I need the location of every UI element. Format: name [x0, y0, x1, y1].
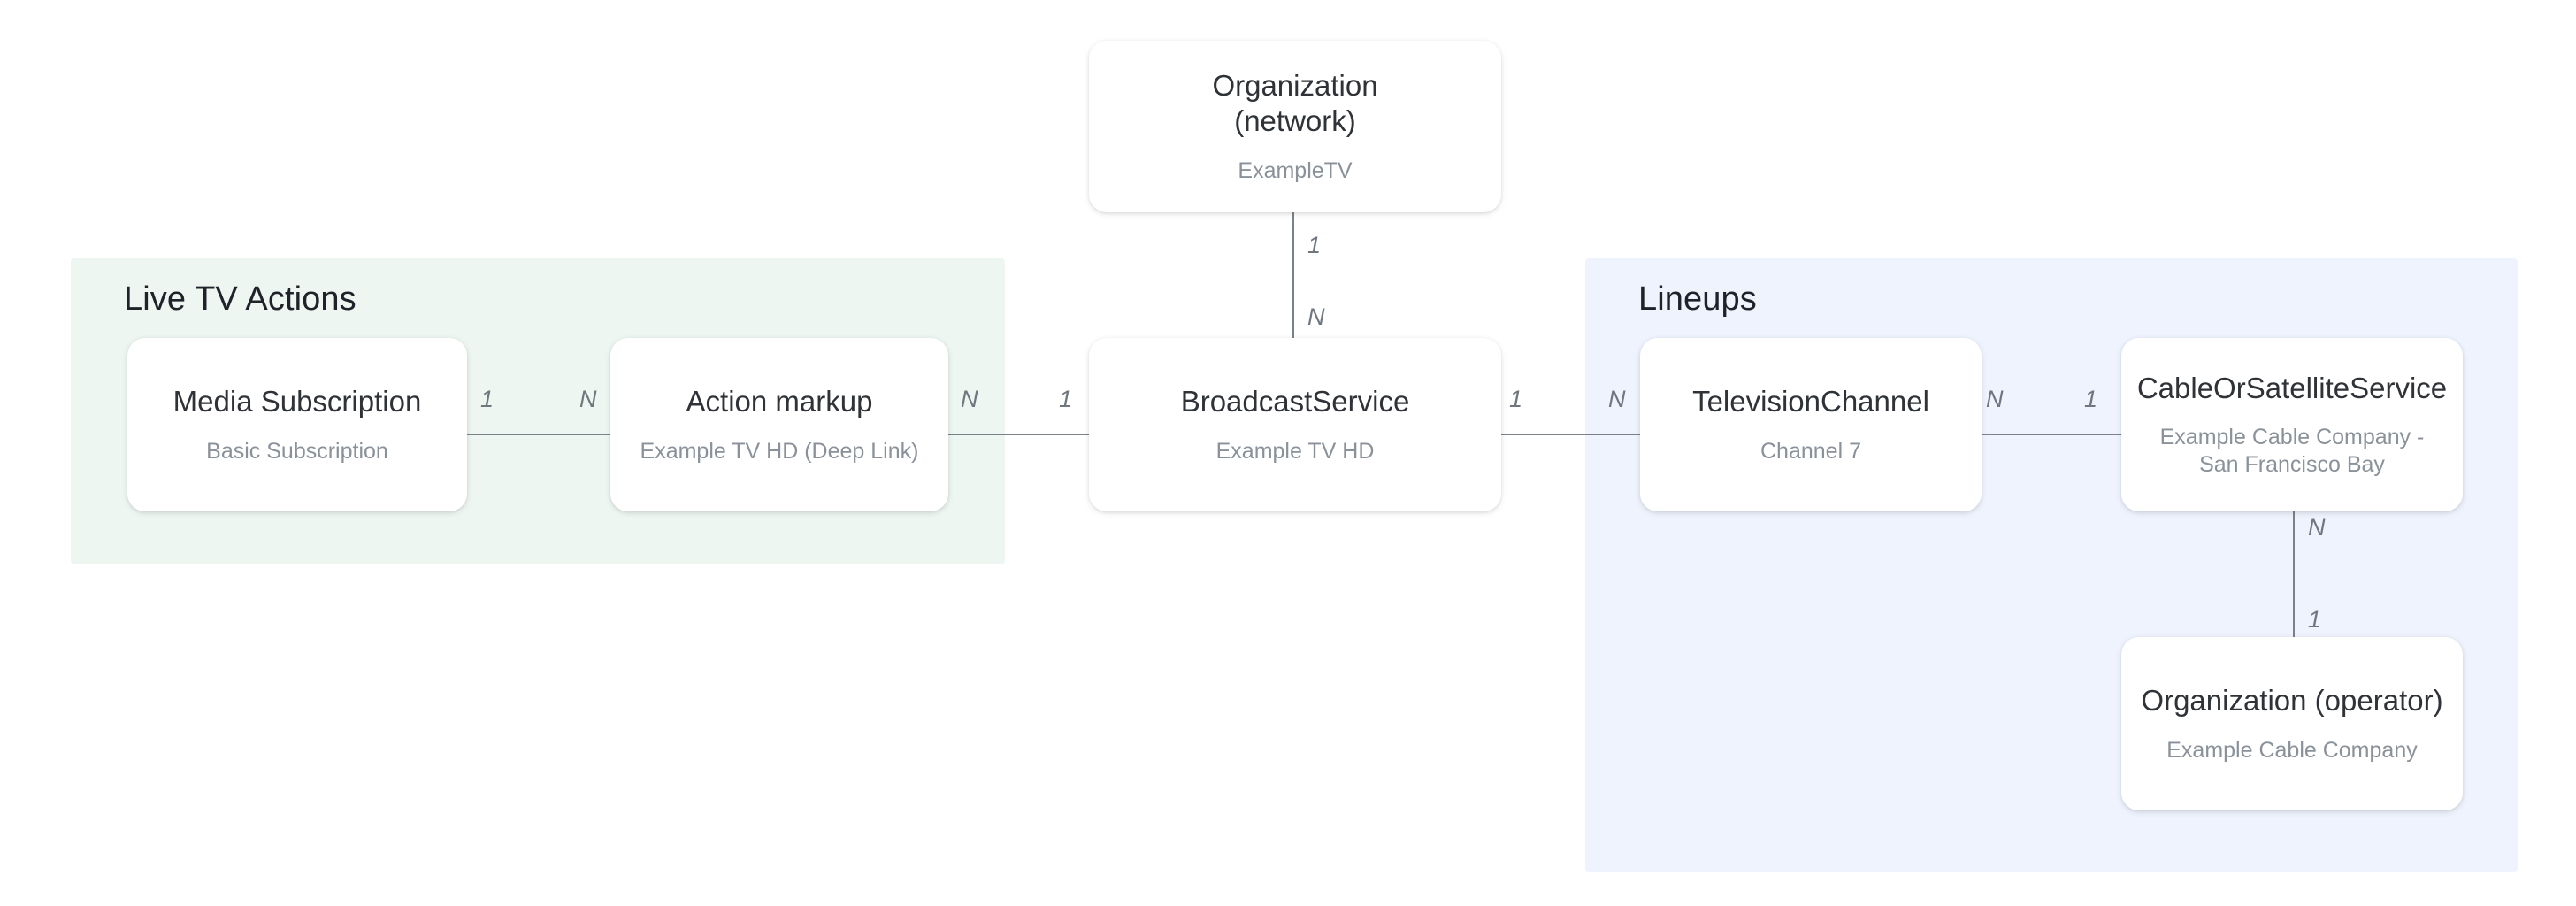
node-title-organization-operator: Organization (operator): [2141, 684, 2443, 718]
group-title-lineups: Lineups: [1638, 280, 1757, 318]
node-title-cable-or-satellite-service: CableOrSatelliteService: [2136, 371, 2448, 404]
edge-action-markup-broadcast-service: [946, 434, 1089, 435]
cardinality-media-subscription-to-action-markup-left: 1: [480, 386, 494, 412]
cardinality-action-markup-to-broadcast-service-left: N: [961, 386, 978, 412]
node-title-television-channel: TelevisionChannel: [1692, 385, 1929, 418]
node-cable-or-satellite-service[interactable]: CableOrSatelliteService Example Cable Co…: [2121, 338, 2463, 511]
cardinality-cable-or-satellite-service-to-organization-operator-top: N: [2308, 514, 2326, 541]
node-title-media-subscription: Media Subscription: [172, 385, 422, 418]
node-subtitle-organization-operator: Example Cable Company: [2166, 737, 2418, 763]
node-broadcast-service[interactable]: BroadcastService Example TV HD: [1089, 338, 1501, 511]
cardinality-organization-network-to-broadcast-service-top: 1: [1307, 232, 1322, 258]
node-subtitle-cable-or-satellite-service: Example Cable Company - San Francisco Ba…: [2159, 424, 2425, 478]
cardinality-cable-or-satellite-service-to-organization-operator-bottom: 1: [2308, 606, 2322, 633]
node-television-channel[interactable]: TelevisionChannel Channel 7: [1640, 338, 1982, 511]
node-subtitle-television-channel: Channel 7: [1760, 438, 1861, 464]
node-action-markup[interactable]: Action markup Example TV HD (Deep Link): [610, 338, 948, 511]
node-organization-operator[interactable]: Organization (operator) Example Cable Co…: [2121, 637, 2463, 810]
edge-broadcast-service-television-channel: [1495, 434, 1641, 435]
node-subtitle-media-subscription: Basic Subscription: [206, 438, 388, 464]
cardinality-broadcast-service-to-television-channel-left: 1: [1509, 386, 1523, 412]
cardinality-television-channel-to-cable-or-satellite-service-right: 1: [2084, 386, 2098, 412]
group-title-live-tv-actions: Live TV Actions: [124, 280, 356, 318]
edge-organization-network-broadcast-service: [1292, 211, 1294, 349]
edge-media-subscription-action-markup: [466, 434, 612, 435]
node-subtitle-broadcast-service: Example TV HD: [1215, 438, 1375, 464]
node-media-subscription[interactable]: Media Subscription Basic Subscription: [127, 338, 467, 511]
cardinality-organization-network-to-broadcast-service-bottom: N: [1307, 303, 1325, 330]
edge-television-channel-cable-or-satellite-service: [1971, 434, 2123, 435]
cardinality-action-markup-to-broadcast-service-right: 1: [1059, 386, 1073, 412]
cardinality-media-subscription-to-action-markup-right: N: [579, 386, 597, 412]
node-title-broadcast-service: BroadcastService: [1180, 385, 1410, 418]
node-organization-network[interactable]: Organization (network) ExampleTV: [1089, 41, 1501, 212]
edge-cable-or-satellite-service-organization-operator: [2293, 511, 2295, 637]
node-title-organization-network: Organization (network): [1212, 69, 1378, 138]
node-subtitle-action-markup: Example TV HD (Deep Link): [640, 438, 919, 464]
node-subtitle-organization-network: ExampleTV: [1238, 157, 1353, 183]
node-title-action-markup: Action markup: [686, 385, 873, 418]
cardinality-broadcast-service-to-television-channel-right: N: [1608, 386, 1626, 412]
cardinality-television-channel-to-cable-or-satellite-service-left: N: [1986, 386, 2004, 412]
